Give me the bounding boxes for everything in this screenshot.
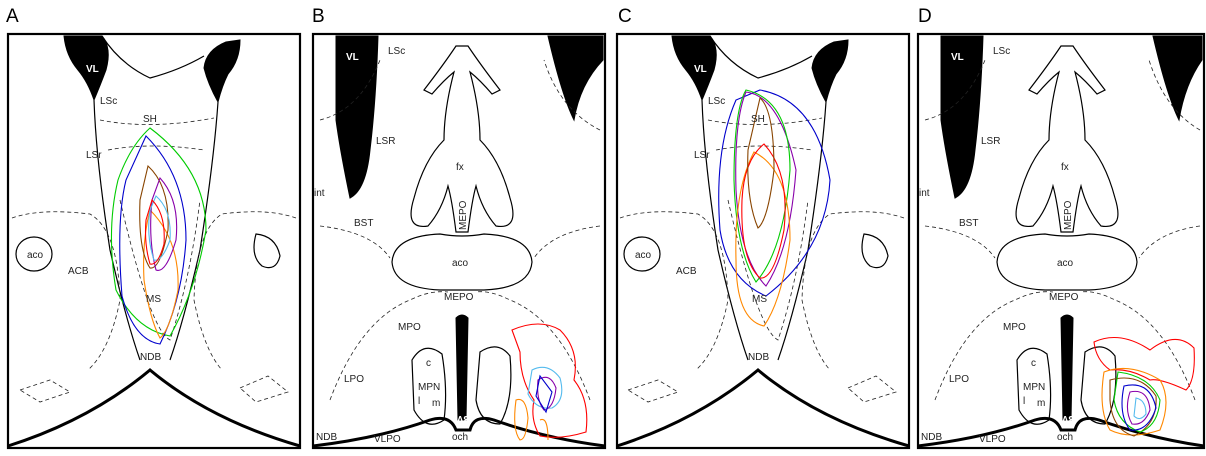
lower-striations: [20, 376, 288, 402]
label-m: m: [1037, 398, 1045, 409]
label-lsc: LSc: [100, 96, 117, 107]
label-vl: VL: [951, 52, 964, 63]
label-mpn: MPN: [1023, 382, 1045, 393]
label-acb: ACB: [676, 266, 697, 277]
label-vl: VL: [86, 64, 99, 75]
panel-letter-a: A: [6, 6, 19, 27]
label-vlpo: VLPO: [979, 434, 1006, 445]
label-och: och: [452, 432, 468, 443]
acb-boundary: [620, 212, 904, 370]
lower-striations: [628, 376, 896, 402]
label-lsc: LSc: [708, 96, 725, 107]
third-ventricle: [1061, 315, 1073, 420]
ls-boundary: [100, 118, 214, 340]
label-int: int: [919, 188, 930, 199]
label-ms: MS: [146, 294, 161, 305]
third-ventricle: [456, 315, 468, 420]
label-c: c: [426, 358, 431, 369]
label-mpo: MPO: [1003, 322, 1026, 333]
panel-a-frame: [8, 34, 300, 448]
lateral-ventricle-right: [812, 40, 848, 102]
label-int: int: [314, 188, 325, 199]
label-mepo-vertical: MEPO: [1063, 200, 1074, 230]
label-sh: SH: [143, 114, 157, 125]
panel-letter-b: B: [312, 6, 325, 27]
lesion-red: [512, 324, 587, 437]
label-fx: fx: [1061, 162, 1069, 173]
label-ndb: NDB: [921, 432, 942, 443]
label-sh: SH: [751, 114, 765, 125]
label-bst: BST: [959, 218, 978, 229]
label-mepo: MEPO: [444, 292, 474, 303]
lateral-ventricle-right: [204, 40, 240, 102]
label-lsr: LSR: [376, 136, 395, 147]
septum-top-outline: [102, 36, 204, 78]
label-aco: aco: [635, 250, 652, 261]
lesion-green: [1114, 372, 1160, 432]
label-ndb: NDB: [140, 352, 161, 363]
panel-d: D VL LSc LSR fx int BST MEPO aco MEPO MP…: [918, 6, 1204, 448]
ls-boundary: [708, 118, 822, 340]
label-lsr: LSr: [694, 150, 710, 161]
septum-top-outline: [710, 36, 812, 78]
label-aco: aco: [452, 258, 469, 269]
panel-c: C VL LSc SH LSr aco ACB MS NDB: [617, 6, 909, 448]
base-curve: [617, 370, 909, 446]
acb-boundary: [12, 212, 296, 370]
lateral-ventricle-right: [1153, 36, 1202, 120]
lateral-ventricle-right: [548, 36, 603, 120]
label-mepo: MEPO: [1049, 292, 1079, 303]
aco-right: [862, 234, 888, 268]
label-3v: 3V: [456, 413, 469, 424]
label-lpo: LPO: [949, 374, 969, 385]
label-aco: aco: [1057, 258, 1074, 269]
label-lsc: LSc: [388, 46, 405, 57]
label-lsr: LSr: [86, 150, 102, 161]
label-mpn: MPN: [418, 382, 440, 393]
label-c: c: [1031, 358, 1036, 369]
label-lpo: LPO: [344, 374, 364, 385]
label-l: l: [1023, 396, 1025, 407]
label-vl: VL: [694, 64, 707, 75]
label-acb: ACB: [68, 266, 89, 277]
label-lsc: LSc: [993, 46, 1010, 57]
panel-letter-d: D: [918, 6, 932, 27]
label-ndb: NDB: [316, 432, 337, 443]
label-mpo: MPO: [398, 322, 421, 333]
label-bst: BST: [354, 218, 373, 229]
label-och: och: [1057, 432, 1073, 443]
lesion-light-blue: [528, 367, 562, 408]
label-m: m: [432, 398, 440, 409]
label-ndb: NDB: [748, 352, 769, 363]
panel-c-frame: [617, 34, 909, 448]
label-l: l: [418, 396, 420, 407]
panel-letter-c: C: [618, 6, 632, 27]
lesion-red: [1094, 338, 1194, 391]
label-lsr: LSR: [981, 136, 1000, 147]
panel-b: B VL LSc LSR fx int BST MEPO aco MEPO MP…: [312, 6, 605, 448]
label-mepo-vertical: MEPO: [458, 200, 469, 230]
label-fx: fx: [456, 162, 464, 173]
label-ms: MS: [752, 294, 767, 305]
label-vlpo: VLPO: [374, 434, 401, 445]
aco-right: [254, 234, 280, 268]
lesion-light-blue: [1134, 398, 1146, 419]
septum-outline: [702, 100, 826, 360]
panel-a: A VL LSc SH LSr aco ACB MS NDB: [6, 6, 300, 448]
label-vl: VL: [346, 52, 359, 63]
label-aco: aco: [27, 250, 44, 261]
septum-outline: [94, 100, 218, 360]
lesion-purple: [1127, 391, 1150, 424]
lesion-purple: [538, 377, 556, 410]
label-3v: 3V: [1061, 413, 1074, 424]
